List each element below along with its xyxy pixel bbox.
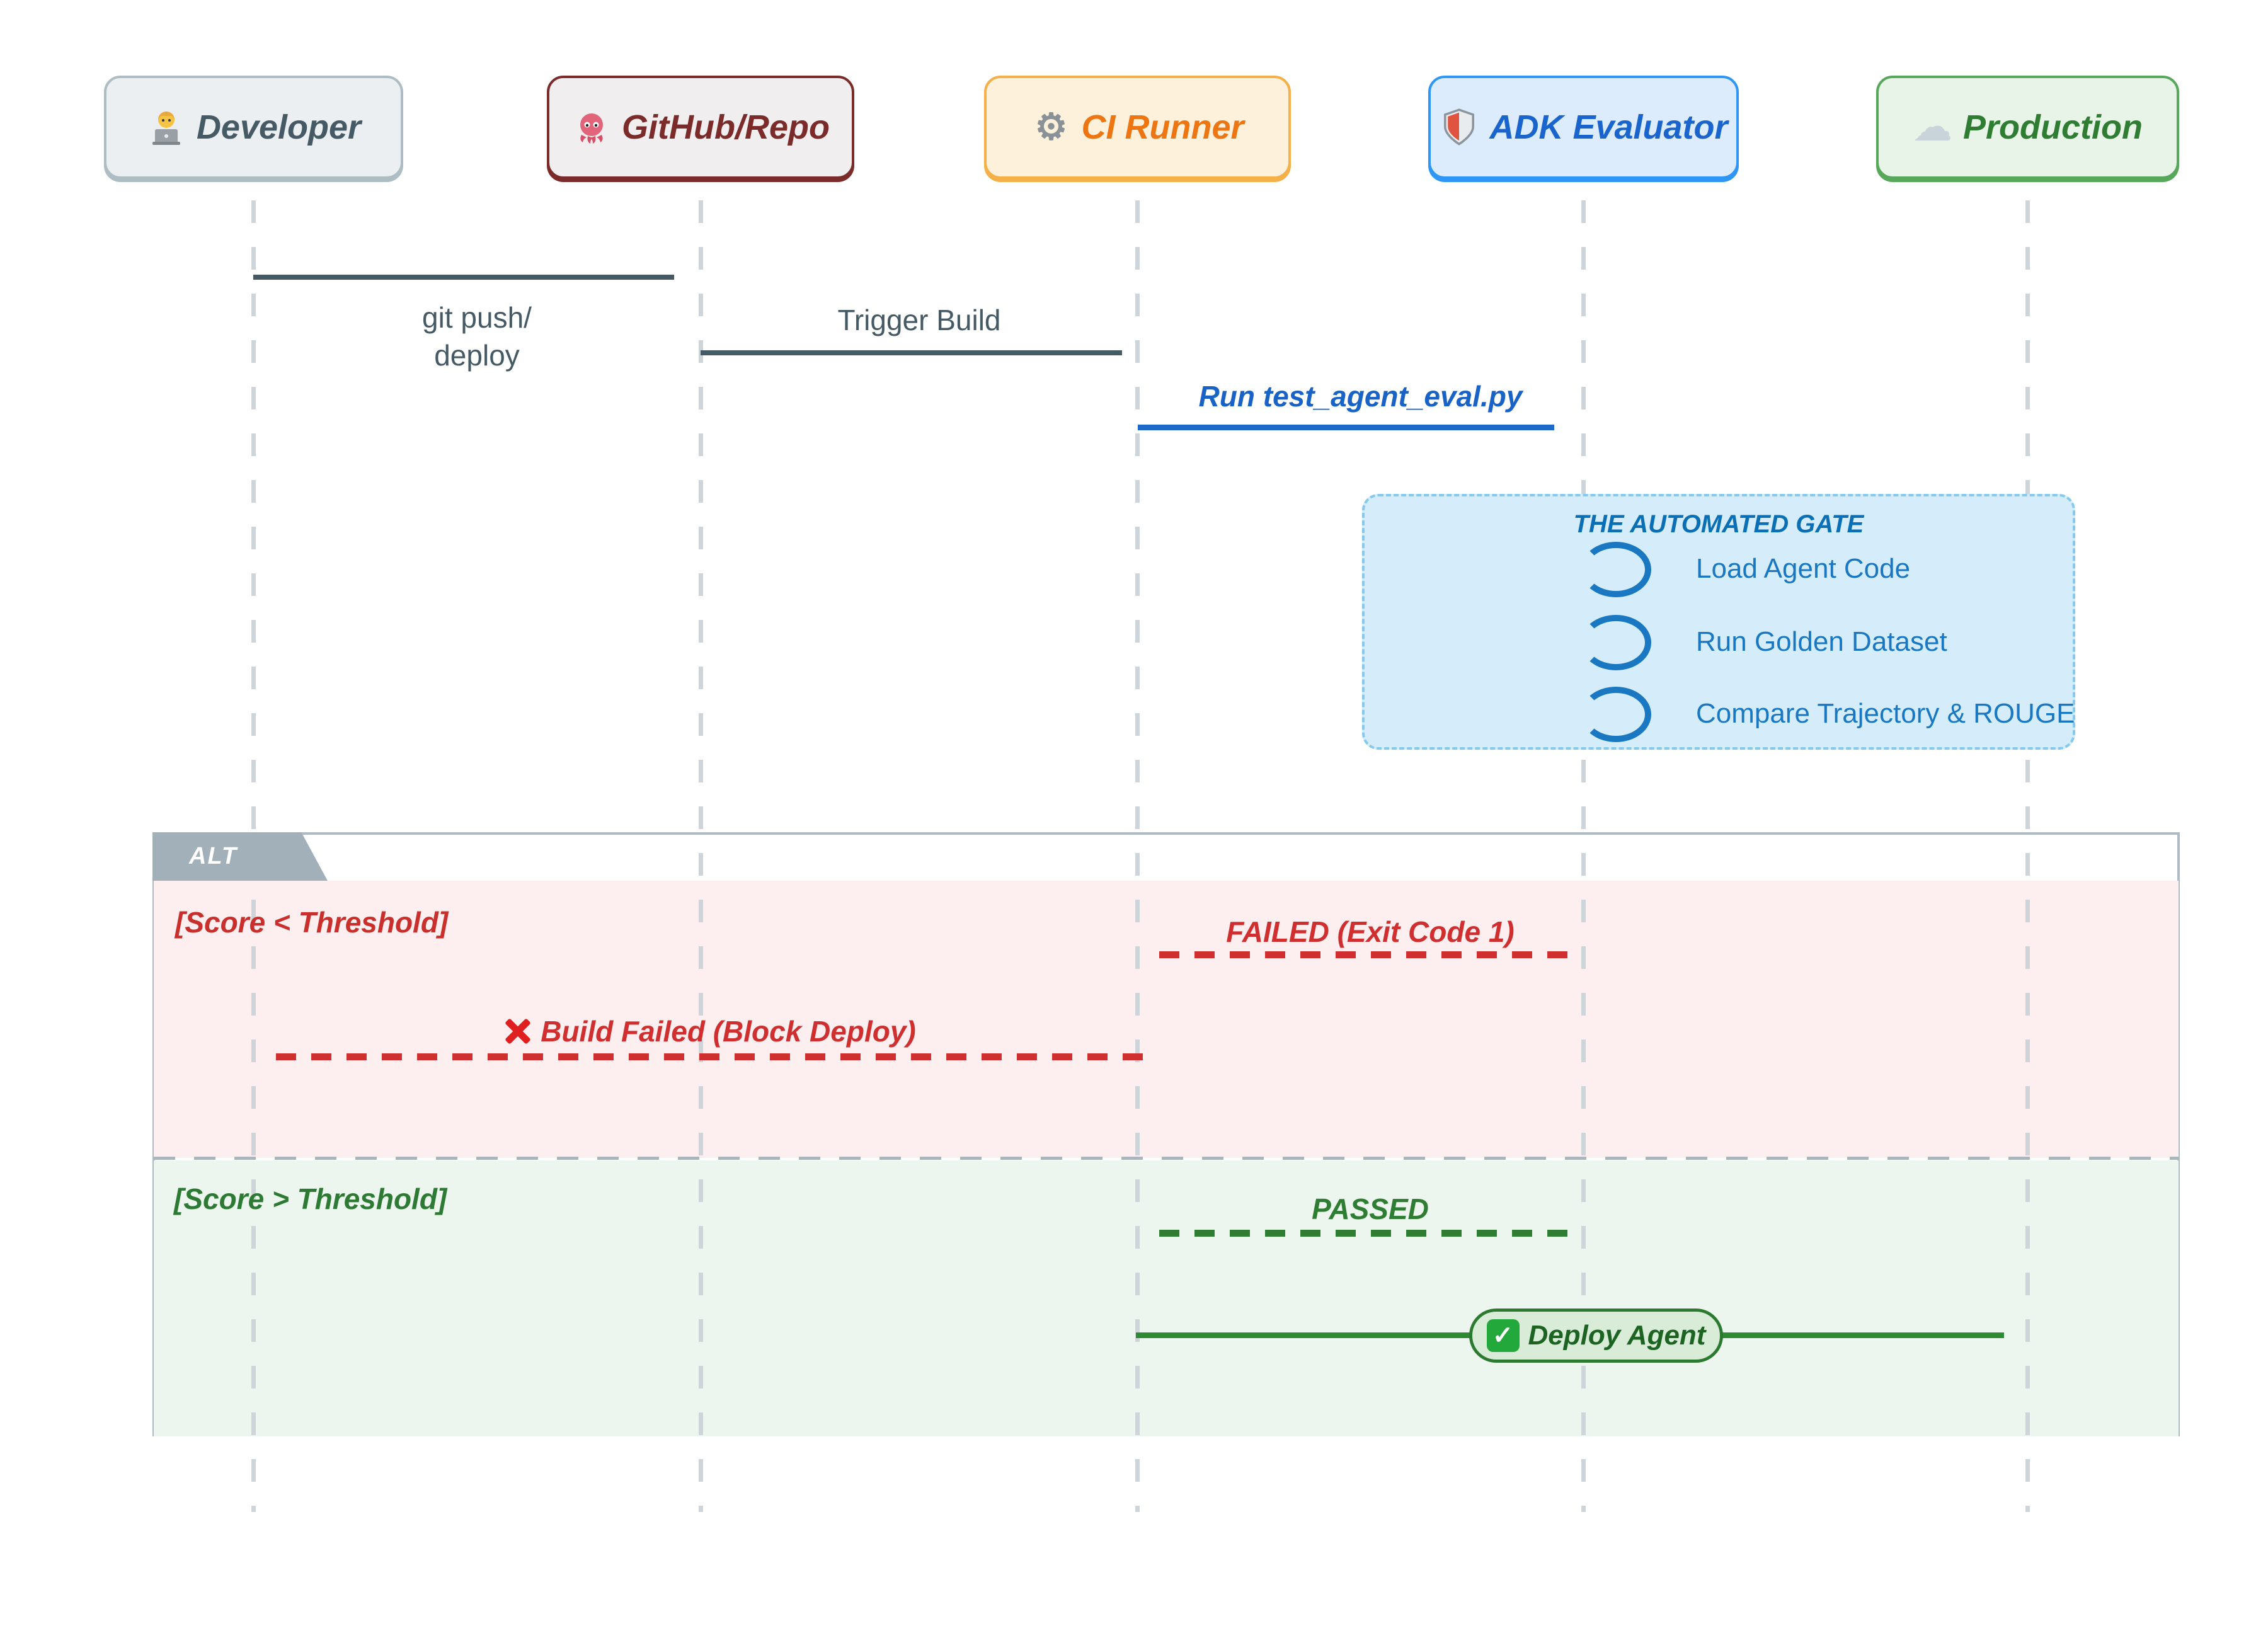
- deploy-agent-label: Deploy Agent: [1528, 1320, 1706, 1351]
- white-check-mark-icon: [1486, 1319, 1520, 1352]
- loop-arrow-icon: [1581, 687, 1651, 742]
- message-label-passed: PASSED: [1312, 1193, 1429, 1225]
- deploy-agent-badge: Deploy Agent: [1469, 1309, 1723, 1363]
- guard-score-above-threshold: [Score > Threshold]: [174, 1183, 447, 1215]
- note-item: Load Agent Code: [1696, 553, 1911, 584]
- message-line-failed: [1159, 951, 1581, 958]
- actor-label: GitHub/Repo: [622, 108, 830, 146]
- lifeline-ci-runner: [1135, 200, 1140, 1512]
- actor-label: Production: [1963, 108, 2143, 146]
- note-item: Run Golden Dataset: [1696, 626, 1947, 657]
- gear-emoji: ⚙: [1034, 106, 1068, 147]
- octopus-emoji: [571, 107, 612, 147]
- message-line-passed: [1159, 1230, 1581, 1237]
- message-line-run-eval: [1138, 425, 1554, 430]
- technologist-emoji: [146, 107, 186, 147]
- actor-github-repo: GitHub/Repo: [547, 76, 854, 179]
- message-label-failed: FAILED (Exit Code 1): [1226, 915, 1515, 948]
- actor-label: CI Runner: [1081, 108, 1244, 146]
- lifeline-github: [699, 200, 703, 1512]
- loop-arrow-icon: [1581, 542, 1651, 597]
- message-label-build-failed: Build Failed (Block Deploy): [276, 1014, 1144, 1048]
- alt-section-divider: [154, 1157, 2179, 1160]
- note-item: Compare Trajectory & ROUGE: [1696, 698, 2075, 729]
- actor-production: ☁ Production: [1876, 76, 2179, 179]
- lifeline-adk: [1581, 200, 1586, 1512]
- alt-success-section: [154, 1160, 2179, 1436]
- message-line-git-push: [253, 275, 674, 280]
- lifeline-production: [2025, 200, 2030, 1512]
- loop-arrow-icon: [1581, 615, 1651, 670]
- note-title: THE AUTOMATED GATE: [1573, 510, 1864, 538]
- alt-label: ALT: [152, 832, 328, 881]
- guard-score-below-threshold: [Score < Threshold]: [175, 906, 449, 939]
- actor-label: Developer: [196, 108, 362, 146]
- shield-emoji: [1439, 107, 1479, 147]
- actor-developer: Developer: [104, 76, 403, 179]
- alt-failure-section: [154, 881, 2179, 1158]
- actor-label: ADK Evaluator: [1489, 108, 1728, 146]
- message-label-run-eval: Run test_agent_eval.py: [1198, 380, 1523, 413]
- cross-mark-icon: [504, 1017, 532, 1045]
- message-label-git-push: git push/ deploy: [422, 301, 532, 372]
- actor-ci-runner: ⚙ CI Runner: [984, 76, 1291, 179]
- note-automated-gate: THE AUTOMATED GATE Load Agent Code Run G…: [1362, 494, 2075, 750]
- message-line-build-failed: [276, 1053, 1144, 1060]
- actor-adk-evaluator: ADK Evaluator: [1428, 76, 1739, 179]
- cloud-emoji: ☁: [1914, 106, 1952, 148]
- message-line-trigger-build: [701, 350, 1122, 355]
- message-label-trigger-build: Trigger Build: [837, 304, 1001, 336]
